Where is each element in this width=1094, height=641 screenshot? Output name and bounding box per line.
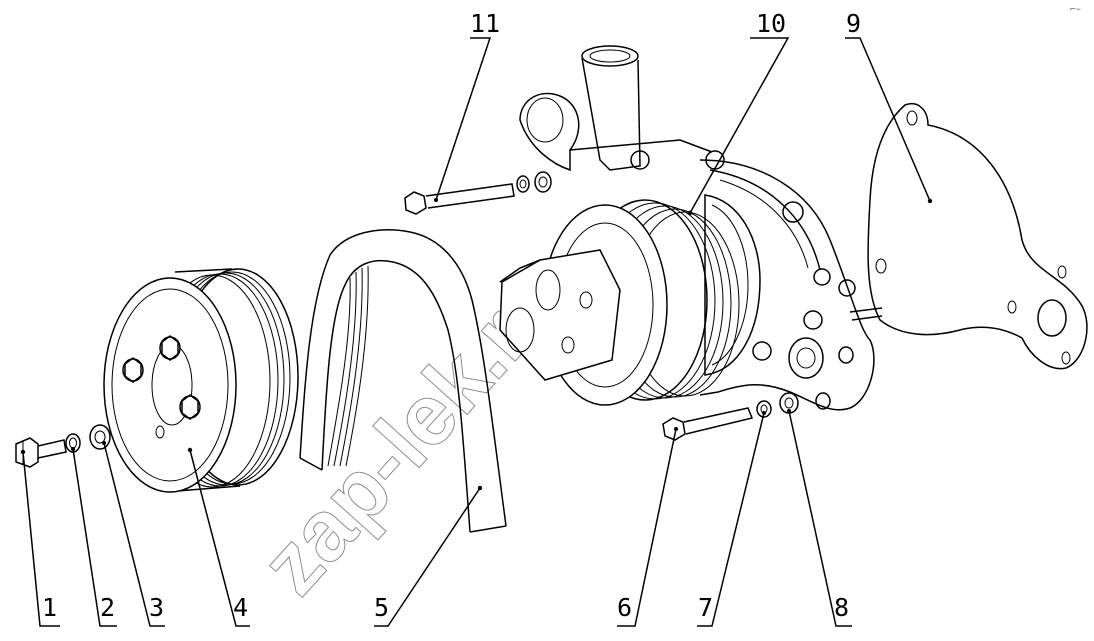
callout-2: 2 <box>100 593 115 622</box>
callout-labels: 1 2 3 4 5 6 7 8 9 10 11 <box>42 9 861 622</box>
callout-3: 3 <box>149 593 164 622</box>
callout-10: 10 <box>756 9 786 38</box>
bolt-part-6 <box>662 407 754 441</box>
callout-5: 5 <box>374 593 389 622</box>
callout-8: 8 <box>834 593 849 622</box>
flat-washer-part-8 <box>779 392 799 414</box>
flat-washer-part-3 <box>89 424 111 450</box>
bolt-part-11 <box>404 171 552 215</box>
pulley-part-4 <box>103 268 299 493</box>
callout-9: 9 <box>846 9 861 38</box>
belt-part-5 <box>299 229 507 533</box>
leader-lines <box>22 37 931 627</box>
bolt-part-1 <box>15 437 67 468</box>
water-pump-part-10 <box>499 45 883 411</box>
callout-11: 11 <box>470 9 500 38</box>
callout-4: 4 <box>233 593 248 622</box>
callout-1: 1 <box>42 593 57 622</box>
gasket-part-9 <box>867 103 1088 370</box>
pulley-bolt-heads <box>122 335 201 420</box>
corner-mark: ⌐− <box>1070 5 1081 15</box>
callout-6: 6 <box>617 593 632 622</box>
lock-washer-part-2 <box>65 433 81 453</box>
callout-7: 7 <box>698 593 713 622</box>
